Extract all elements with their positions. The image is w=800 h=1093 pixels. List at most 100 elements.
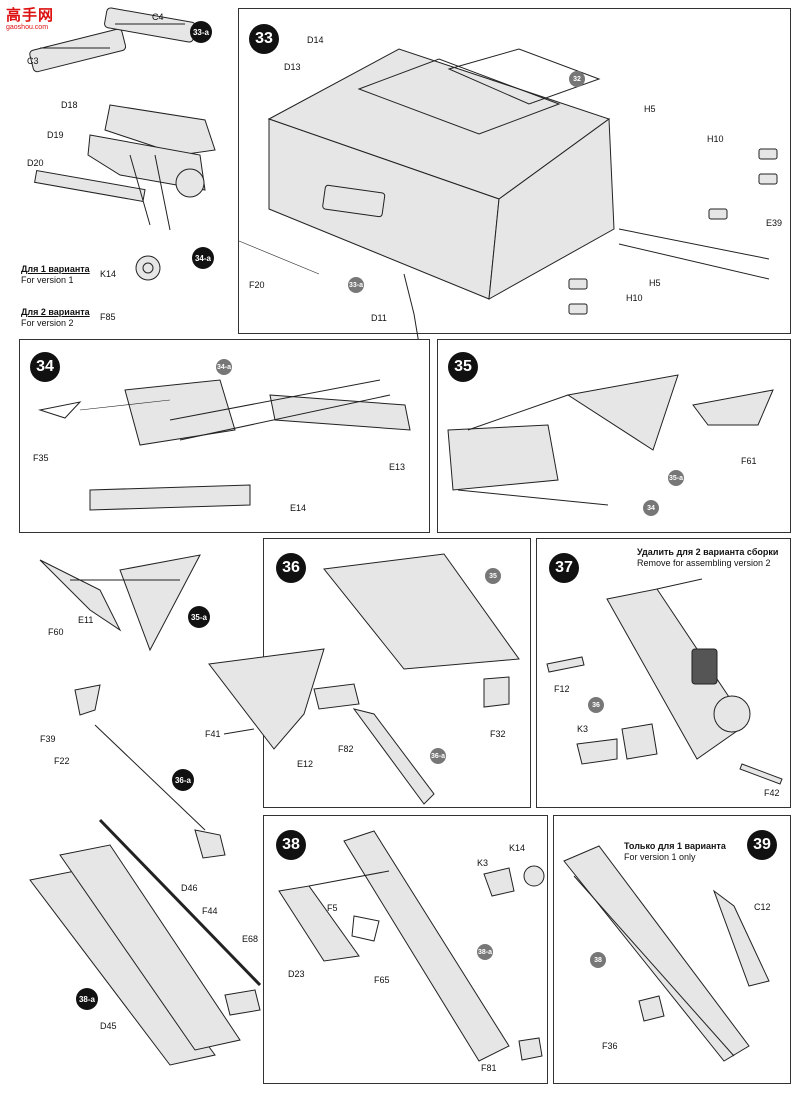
step-37-badge: 37 <box>549 553 579 583</box>
part-label-f81: F81 <box>481 1063 497 1073</box>
step-38-badge: 38 <box>276 830 306 860</box>
step-38-drawing <box>278 830 545 1062</box>
subassembly-badge-34a: 34-a <box>192 247 214 269</box>
part-label-k14-top: K14 <box>100 269 117 279</box>
part-label-c4: C4 <box>152 12 164 22</box>
step-38-panel: 38 38-a F5 D23 F65 K3 K14 F81 <box>263 815 548 1084</box>
subassembly-badge-36a: 36-a <box>172 769 194 791</box>
subassembly-38a-drawing <box>29 818 262 1066</box>
part-label-f85: F85 <box>100 312 116 322</box>
part-label-d13: D13 <box>284 62 301 72</box>
part-label-d46: D46 <box>181 883 198 893</box>
part-label-e68: E68 <box>242 934 259 944</box>
ref-badge-36: 36 <box>588 697 604 713</box>
step-37-note-en: Remove for assembling version 2 <box>637 558 771 569</box>
step-39-panel: 39 Только для 1 варианта For version 1 o… <box>553 815 791 1084</box>
ref-badge-34a: 34-a <box>216 359 232 375</box>
part-label-f41: F41 <box>205 729 221 739</box>
part-label-f22: F22 <box>54 756 70 766</box>
step-34-drawing <box>38 379 411 511</box>
ref-badge-36a: 36-a <box>430 748 446 764</box>
part-label-k14-step38: K14 <box>509 843 526 853</box>
part-label-c12: C12 <box>754 902 771 912</box>
step-39-badge: 39 <box>747 830 777 860</box>
part-label-e12: E12 <box>297 759 314 769</box>
part-label-f20: F20 <box>249 280 265 290</box>
step-39-note-ru: Только для 1 варианта <box>624 841 726 851</box>
step-37-note: Удалить для 2 варианта сборки Remove for… <box>637 547 778 570</box>
part-label-e11: E11 <box>78 615 94 625</box>
subassembly-36a-drawing <box>74 684 226 859</box>
part-label-h10-bottom: H10 <box>626 293 643 303</box>
step-39-note-en: For version 1 only <box>624 852 696 863</box>
subassembly-badge-38a: 38-a <box>76 988 98 1010</box>
part-label-f44: F44 <box>202 906 218 916</box>
part-label-d45: D45 <box>100 1021 117 1031</box>
part-label-c3: C3 <box>27 56 39 66</box>
part-label-k3-step38: K3 <box>477 858 489 868</box>
step-33-hull-drawing <box>238 48 778 345</box>
part-label-e13: E13 <box>389 462 406 472</box>
part-label-f82: F82 <box>338 744 354 754</box>
step-36-badge: 36 <box>276 553 306 583</box>
ref-badge-33a: 33-a <box>348 277 364 293</box>
part-label-f60: F60 <box>48 627 64 637</box>
part-label-d11: D11 <box>371 313 387 323</box>
part-label-h10-top: H10 <box>707 134 724 144</box>
step-35-panel: 35 35-a 34 F61 <box>437 339 791 533</box>
part-label-d14: D14 <box>307 35 324 45</box>
step-36-drawing <box>208 553 520 805</box>
part-label-d18: D18 <box>61 100 78 110</box>
watermark-title: 高手网 <box>6 7 55 24</box>
part-label-e14: E14 <box>290 503 307 513</box>
step-36-panel: 36 35 36-a F41 E12 F82 F32 <box>205 538 531 808</box>
subassembly-badge-33a: 33-a <box>190 21 212 43</box>
subassembly-34a-drawing <box>34 104 216 231</box>
step-39-note: Только для 1 варианта For version 1 only <box>624 841 726 864</box>
ref-badge-35a: 35-a <box>668 470 684 486</box>
subassembly-badge-35a: 35-a <box>188 606 210 628</box>
subassembly-33a-drawing <box>29 7 196 73</box>
step-37-note-ru: Удалить для 2 варианта сборки <box>637 547 779 557</box>
step-33-badge: 33 <box>249 24 279 54</box>
part-label-f61: F61 <box>741 456 757 466</box>
step-35-drawing <box>447 374 774 506</box>
ref-badge-38: 38 <box>590 952 606 968</box>
part-label-f32: F32 <box>490 729 506 739</box>
part-label-f65: F65 <box>374 975 390 985</box>
part-label-d20: D20 <box>27 158 44 168</box>
part-label-k3-step37: K3 <box>577 724 589 734</box>
part-label-d19: D19 <box>47 130 64 140</box>
part-label-f42: F42 <box>764 788 780 798</box>
part-label-f12: F12 <box>554 684 570 694</box>
part-label-f39: F39 <box>40 734 56 744</box>
step-37-drawing <box>546 578 783 785</box>
part-label-f36: F36 <box>602 1041 618 1051</box>
ref-badge-35: 35 <box>485 568 501 584</box>
part-label-d23: D23 <box>288 969 305 979</box>
step-33-panel: 33 32 33-a D14 D13 F20 D11 H5 H10 E39 H5… <box>238 8 791 345</box>
ref-badge-34: 34 <box>643 500 659 516</box>
watermark-url: gaoshou.com <box>6 24 49 31</box>
part-k14-drawing <box>135 255 161 281</box>
step-34-badge: 34 <box>30 352 60 382</box>
part-label-e39: E39 <box>766 218 783 228</box>
variant-1-en: For version 1 <box>21 275 74 286</box>
step-34-panel: 34 34-a F35 E13 E14 <box>19 339 430 533</box>
step-39-drawing <box>563 845 770 1062</box>
part-label-h5-bottom: H5 <box>649 278 661 288</box>
watermark-logo: 高手网 gaoshou.com <box>6 4 54 31</box>
step-35-badge: 35 <box>448 352 478 382</box>
part-label-f5: F5 <box>327 903 338 913</box>
ref-badge-32: 32 <box>569 71 585 87</box>
part-label-h5-top: H5 <box>644 104 656 114</box>
ref-badge-38a: 38-a <box>477 944 493 960</box>
part-label-f35: F35 <box>33 453 49 463</box>
step-37-panel: 37 Удалить для 2 варианта сборки Remove … <box>536 538 791 808</box>
variant-1-ru: Для 1 варианта <box>21 264 90 274</box>
subassembly-35a-drawing <box>39 554 201 652</box>
variant-2-en: For version 2 <box>21 318 74 329</box>
variant-2-label: Для 2 варианта For version 2 <box>21 307 90 330</box>
variant-2-ru: Для 2 варианта <box>21 307 90 317</box>
